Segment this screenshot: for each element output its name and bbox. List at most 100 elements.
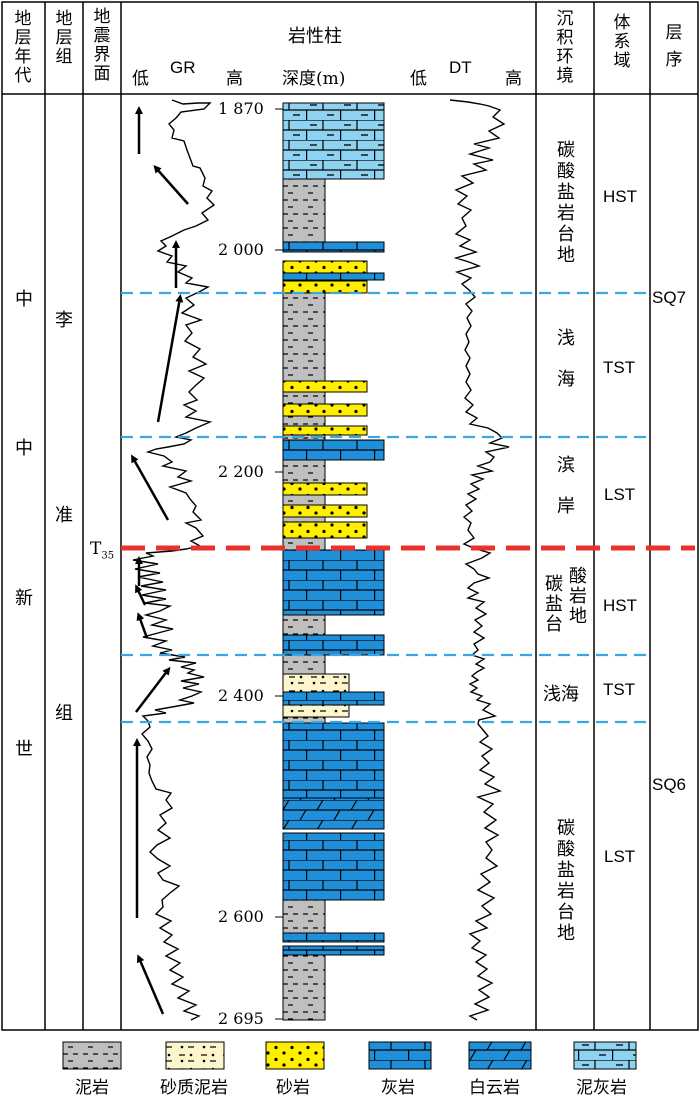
legend-swatch-sandy-mudstone: [165, 1041, 225, 1070]
limestone-layer: [282, 549, 385, 616]
environment-char: 岩: [569, 586, 587, 607]
header-seismic-char: 地: [93, 7, 111, 27]
mudstone-layer: [282, 899, 326, 934]
systems-tract-label: TST: [603, 680, 636, 699]
environment-char: 岸: [557, 496, 575, 517]
header-seismic-char: 界: [93, 45, 111, 65]
limestone-layer: [282, 691, 385, 706]
environment-char: 碳: [545, 574, 563, 595]
header-systems-tract-char: 域: [613, 51, 631, 71]
trend-arrow: [136, 612, 149, 639]
environment-char: 海: [557, 369, 575, 390]
mudstone-layer: [282, 654, 326, 675]
sandstone-layer: [282, 521, 368, 539]
depth-ticks: [275, 108, 283, 1020]
formation-char: 准: [55, 505, 73, 526]
sandstone-layer: [282, 260, 368, 274]
environment-label-shore: 滨 岸: [554, 455, 578, 517]
sandy-mudstone-layer: [282, 673, 350, 693]
header-seismic-interface: 地 震 界 面: [90, 8, 114, 84]
legend-label-dolomite: 白云岩: [469, 1078, 520, 1098]
systems-tract-label: TST: [603, 358, 636, 377]
sandstone-layer: [282, 482, 368, 496]
mudstone-layer: [282, 459, 326, 484]
era-char: 中: [15, 289, 33, 310]
environment-char: 岩: [557, 881, 575, 902]
environment-char: 盐: [557, 860, 575, 881]
environment-char: 酸: [569, 566, 587, 587]
mudstone-layer: [282, 516, 326, 523]
header-seismic-char: 震: [93, 26, 111, 46]
header-era-char: 年: [14, 47, 32, 67]
environment-char: 碳: [557, 140, 575, 161]
gr-low-label: 低: [132, 69, 149, 89]
header-era: 地 层 年 代: [11, 10, 35, 86]
gr-log-curve: [132, 99, 216, 1021]
gr-high-label: 高: [226, 69, 243, 89]
sandstone-layer: [282, 403, 368, 417]
header-environment-char: 积: [556, 28, 574, 48]
trend-arrow: [153, 165, 189, 205]
legend-swatch-mudstone: [62, 1041, 122, 1070]
formation-char: 李: [55, 310, 73, 331]
formation-char: 组: [55, 703, 73, 724]
header-systems-tract-char: 系: [613, 32, 631, 52]
trend-arrow: [136, 954, 165, 1015]
limestone-layer: [282, 241, 385, 253]
sandstone-layer: [282, 504, 368, 518]
legend-label-sandy-mudstone: 砂质泥岩: [160, 1078, 228, 1098]
era-char: 世: [15, 739, 33, 760]
header-formation-char: 组: [55, 47, 73, 67]
dt-high-label: 高: [505, 69, 522, 89]
era-char: 中: [15, 438, 33, 459]
legend-label-mudstone: 泥岩: [75, 1078, 109, 1098]
environment-char: 台: [557, 224, 575, 245]
sandstone-layer: [282, 280, 368, 294]
systems-tract-label: LST: [604, 847, 636, 866]
marly-limestone-layer: [282, 102, 385, 180]
environment-label-carbonate-platform-left: 碳 盐 台: [542, 575, 566, 635]
legend-label-sandstone: 砂岩: [276, 1078, 310, 1098]
depth-label: 2 600: [216, 907, 266, 926]
header-era-char: 代: [14, 66, 32, 86]
header-lithology-column: 岩性柱: [288, 26, 342, 47]
sequence-label: SQ6: [652, 775, 687, 794]
environment-char: 台: [557, 902, 575, 923]
legend-swatches: [62, 1041, 637, 1070]
mudstone-layer: [282, 292, 326, 382]
t35-label-subscript: 35: [101, 550, 115, 562]
depth-label: 2 000: [216, 240, 266, 259]
legend-swatch-marly-limestone: [573, 1041, 637, 1070]
environment-char: 酸: [557, 839, 575, 860]
limestone-layer: [282, 932, 385, 943]
boundary-lines: [121, 291, 695, 724]
environment-label-carbonate-platform-right: 酸 岩 地: [566, 567, 590, 627]
systems-tract-label: LST: [604, 485, 636, 504]
depth-header: 深度(m): [282, 69, 346, 89]
header-formation-char: 地: [55, 9, 73, 29]
environment-label-shallow-sea: 浅 海: [554, 328, 578, 390]
dt-low-label: 低: [410, 69, 427, 89]
header-depositional-environment: 沉 积 环 境: [553, 10, 577, 86]
environment-char: 碳: [557, 818, 575, 839]
sandstone-layer: [282, 380, 368, 393]
header-sequence-char: 层: [665, 23, 683, 43]
sandstone-layer: [282, 425, 368, 436]
era-char: 新: [15, 588, 33, 609]
header-sequence: 层 序: [662, 24, 686, 70]
legend-swatch-sandstone: [265, 1041, 325, 1070]
header-environment-char: 境: [556, 66, 574, 86]
mudstone-layer: [282, 391, 326, 405]
trend-arrow: [135, 666, 171, 713]
sandy-mudstone-layer: [282, 704, 350, 718]
header-environment-char: 环: [556, 47, 574, 67]
trend-arrow: [156, 294, 184, 423]
environment-label-shallow-sea-lower: 浅海: [543, 684, 579, 705]
limestone-layer: [282, 722, 385, 799]
systems-tract-label: HST: [603, 596, 637, 615]
header-systems-tract-char: 体: [613, 13, 631, 33]
depth-label: 2 400: [216, 686, 266, 705]
header-formation-char: 层: [55, 28, 73, 48]
limestone-layer: [282, 832, 385, 901]
